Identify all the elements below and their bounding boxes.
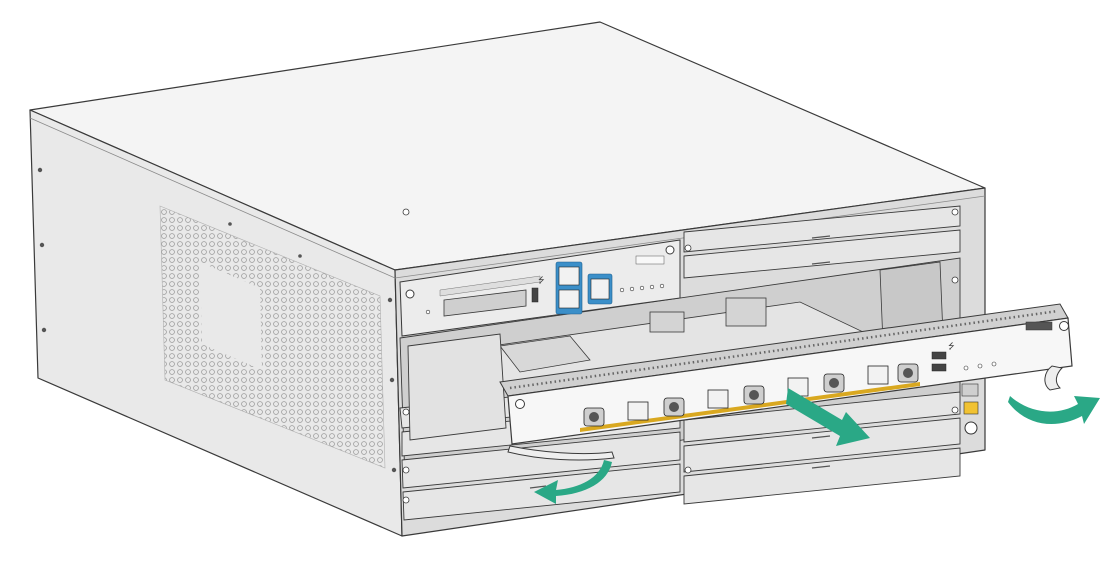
screw-icon: [405, 289, 415, 299]
mgmt-eth-port[interactable]: [558, 289, 580, 309]
grounding-screw-icon: [964, 421, 978, 435]
slot-handle: [811, 235, 831, 239]
cf-card-slot[interactable]: [443, 289, 527, 317]
rj45-port[interactable]: [867, 365, 889, 385]
card-nameplate: [1025, 321, 1053, 331]
screw-icon: [1059, 321, 1069, 331]
screw-icon: [41, 327, 47, 333]
led-indicator: [977, 363, 983, 369]
slot-upper-right-2[interactable]: [683, 229, 961, 279]
screw-icon: [387, 297, 393, 303]
sfp-port-inserts: [589, 368, 913, 422]
slot-upper-right-1[interactable]: [683, 205, 961, 253]
led-indicator: [963, 365, 969, 371]
rj45-port[interactable]: [707, 389, 729, 409]
ventilation-slot: [961, 383, 979, 397]
internal-component: [649, 311, 685, 333]
arrow-lever-icon: [534, 460, 612, 504]
sfp-insert: [589, 412, 599, 422]
screw-icon: [951, 276, 959, 284]
screw-icon: [37, 167, 43, 173]
screw-icon: [298, 254, 302, 258]
chassis-grounding-block: [961, 383, 979, 435]
slot-handle: [811, 261, 831, 265]
arrow-lever-icon: [1008, 396, 1100, 425]
slot-handle: [811, 465, 831, 469]
ejector-lever-right[interactable]: [1044, 365, 1064, 391]
side-vent-blank: [200, 262, 262, 370]
slot-lower-right-2[interactable]: [683, 417, 961, 473]
sfp-insert: [829, 378, 839, 388]
arrow-pull-icon: [786, 388, 870, 446]
screw-icon: [389, 377, 395, 383]
internal-component: [725, 297, 767, 327]
front-screws: [402, 208, 959, 504]
usb-port[interactable]: [931, 363, 947, 372]
led-indicator: [425, 309, 431, 315]
grounding-label: [963, 401, 979, 415]
interface-card[interactable]: ⭍: [499, 303, 1073, 445]
management-module: ⭍: [399, 239, 681, 337]
screw-icon: [228, 222, 232, 226]
screw-icon: [665, 245, 675, 255]
mgmt-leds: [619, 283, 665, 293]
screw-icon: [391, 467, 397, 473]
screw-icon: [39, 242, 45, 248]
port-accent-strip: [580, 382, 920, 432]
module-nameplate: [635, 255, 665, 265]
module-label-strip: [439, 275, 541, 297]
led-indicator: [659, 283, 665, 289]
screw-icon: [402, 496, 410, 504]
slot-lower-left-3[interactable]: [401, 431, 681, 489]
ejector-lever-left[interactable]: [507, 445, 615, 461]
sfp-insert: [749, 390, 759, 400]
usb-icon: ⭍: [948, 342, 955, 351]
slot-handle: [811, 435, 831, 439]
side-screws: [37, 167, 397, 473]
sfp-insert: [669, 402, 679, 412]
sfp-port[interactable]: [590, 278, 610, 300]
led-indicator: [649, 284, 655, 290]
screw-icon: [515, 399, 525, 409]
screw-icon: [684, 466, 692, 474]
screw-icon: [951, 208, 959, 216]
slot-lower-right-3[interactable]: [683, 447, 961, 505]
led-indicator: [639, 285, 645, 291]
led-indicator: [991, 361, 997, 367]
screw-icon: [402, 408, 410, 416]
screw-icon: [951, 406, 959, 414]
usb-port[interactable]: [931, 351, 947, 360]
screw-icon: [402, 208, 410, 216]
slot-handle: [529, 485, 547, 489]
usb-port[interactable]: [531, 287, 539, 303]
rj45-port[interactable]: [627, 401, 649, 421]
screw-icon: [684, 244, 692, 252]
sfp-insert: [903, 368, 913, 378]
internal-heatsink: [499, 335, 591, 373]
console-port[interactable]: [558, 266, 580, 286]
screw-icon: [402, 466, 410, 474]
slot-handles: [529, 235, 831, 489]
card-leds: [963, 361, 997, 371]
led-indicator: [619, 287, 625, 293]
slot-rear-panel: [407, 333, 507, 441]
usb-icon: ⭍: [538, 276, 545, 285]
led-indicator: [629, 286, 635, 292]
